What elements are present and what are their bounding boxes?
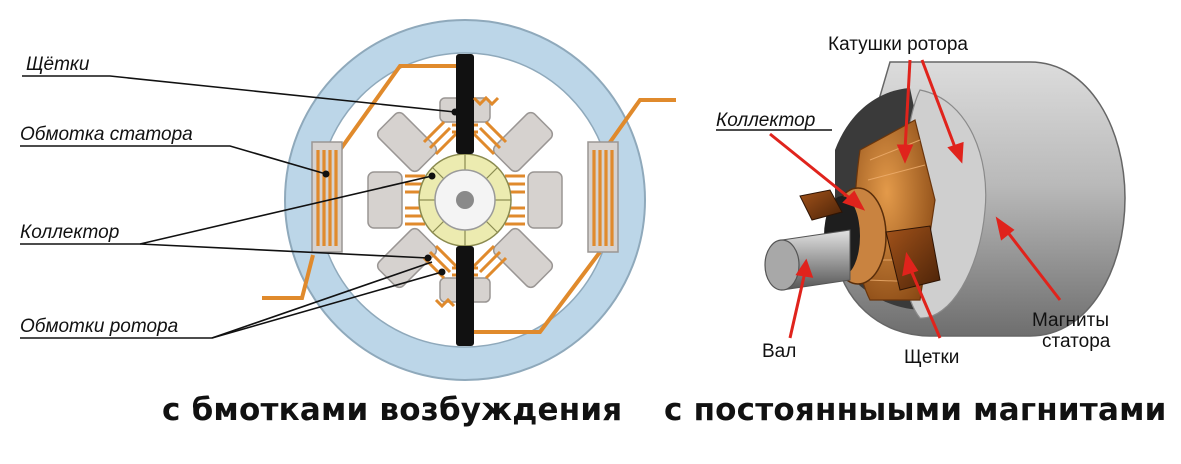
wound-field-motor: Щётки Обмотка статора Коллектор Обмотки … — [20, 20, 676, 380]
rotor-tooth-left — [368, 172, 402, 228]
permanent-magnet-motor: Катушки ротора Коллектор Вал Щетки Магни… — [716, 34, 1125, 368]
label-brushes: Щётки — [26, 54, 90, 75]
caption-wound-field: с бмотками возбуждения — [162, 392, 622, 428]
label-commutator: Коллектор — [20, 222, 119, 243]
shaft-center — [456, 191, 474, 209]
leader-stator-winding — [20, 146, 326, 174]
label-rotor-windings: Обмотки ротора — [20, 316, 178, 337]
label-brushes-right: Щетки — [904, 347, 959, 368]
rotor-tooth-right — [528, 172, 562, 228]
brush-top — [456, 54, 474, 154]
label-commutator-right: Коллектор — [716, 110, 815, 131]
brush-bottom — [456, 246, 474, 346]
label-stator-magnets-1: Магниты — [1032, 310, 1109, 331]
label-shaft: Вал — [762, 341, 796, 362]
label-stator-magnets-2: статора — [1042, 331, 1111, 352]
caption-permanent-magnet: с постоянныыми магнитами — [664, 392, 1167, 428]
label-stator-winding: Обмотка статора — [20, 124, 193, 145]
label-rotor-coils: Катушки ротора — [828, 34, 968, 55]
shaft-end — [765, 240, 799, 290]
